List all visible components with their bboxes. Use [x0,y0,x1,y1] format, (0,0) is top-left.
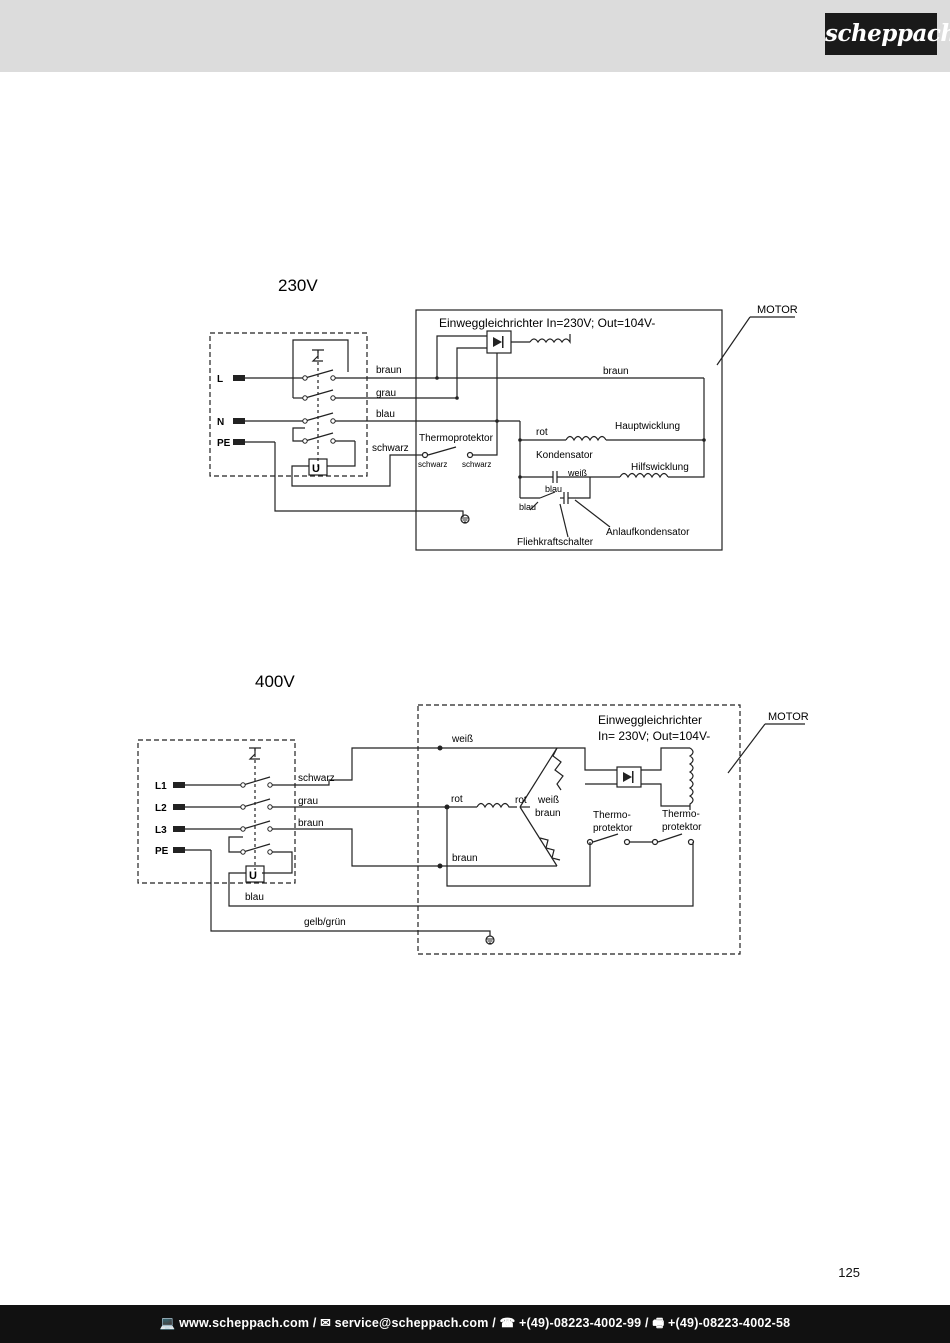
label-anlaufkondensator: Anlaufkondensator [606,527,690,538]
footer-phone: +(49)-08223-4002-99 [519,1316,642,1330]
wire-weiss-400-2: weiß [537,795,559,806]
wire-blau-2: blau [545,484,562,494]
wire-rot: rot [536,427,548,438]
footer-website[interactable]: www.scheppach.com [179,1316,310,1330]
wire-schwarz-b: schwarz [462,460,491,469]
switch-box-230 [209,332,368,477]
header-bar [0,0,950,72]
mail-icon: ✉ [320,1316,335,1330]
wire-schwarz-a: schwarz [418,460,447,469]
wire-grau-400: grau [298,796,318,807]
phone-icon: ☎ [499,1316,520,1330]
wire-braun-400: braun [298,818,324,829]
motor-label-230: MOTOR [757,304,798,316]
wire-schwarz: schwarz [372,443,409,454]
label-hauptwicklung: Hauptwicklung [615,421,680,432]
footer-separator: / [488,1316,500,1330]
label-thermo-2-line2: protektor [662,822,702,833]
motor-label-400: MOTOR [768,711,809,723]
footer-separator: / [309,1316,321,1330]
fax-icon: 🖷 [652,1316,669,1330]
rectifier-label-400-line1: Einweggleichrichter [598,713,702,727]
label-thermo-1-line1: Thermo- [593,810,631,821]
terminal-pe-400: PE [155,846,169,857]
switch-box-400 [137,739,296,884]
wire-blau: blau [376,409,395,420]
terminal-l2: L2 [155,803,167,814]
motor-box-400 [417,704,741,955]
title-400v: 400V [255,672,295,691]
wire-rot-400-2: rot [515,795,527,806]
terminal-pe: PE [217,438,231,449]
page-number: 125 [838,1265,860,1280]
wire-braun-400-2: braun [535,808,561,819]
motor-box-230 [415,309,723,551]
wire-blau-3: blau [519,502,536,512]
label-kondensator: Kondensator [536,450,593,461]
title-230v: 230V [278,276,318,295]
wire-rot-400-1: rot [451,794,463,805]
footer-email[interactable]: service@scheppach.com [334,1316,489,1330]
svg-text:U: U [312,463,320,475]
label-thermo-1-line2: protektor [593,823,633,834]
terminal-l1: L1 [155,781,167,792]
computer-icon: 💻 [159,1316,180,1330]
label-hilfswicklung: Hilfswicklung [631,462,689,473]
wire-braun: braun [376,365,402,376]
wire-weiss: weiß [567,468,588,478]
wire-braun-2: braun [603,366,629,377]
terminal-l: L [217,374,223,385]
footer-bar: 💻 www.scheppach.com / ✉ service@scheppac… [0,1305,950,1343]
wire-blau-400: blau [245,892,264,903]
label-fliehkraftschalter: Fliehkraftschalter [517,537,594,548]
wire-gelb-gruen: gelb/grün [304,917,346,928]
brand-logo: scheppach [825,13,950,55]
label-thermoprotektor: Thermoprotektor [419,433,494,444]
rectifier-label-400-line2: In= 230V; Out=104V- [598,729,710,743]
footer-fax: +(49)-08223-4002-58 [668,1316,791,1330]
svg-text:U: U [249,870,257,882]
terminal-n: N [217,417,224,428]
footer-separator: / [641,1316,653,1330]
wire-schwarz-400: schwarz [298,773,335,784]
terminal-l3: L3 [155,825,167,836]
label-thermo-2-line1: Thermo- [662,809,700,820]
wire-grau: grau [376,388,396,399]
rectifier-label-230: Einweggleichrichter In=230V; Out=104V- [439,316,655,330]
wire-braun-400-3: braun [452,853,478,864]
wire-weiss-400: weiß [451,734,473,745]
